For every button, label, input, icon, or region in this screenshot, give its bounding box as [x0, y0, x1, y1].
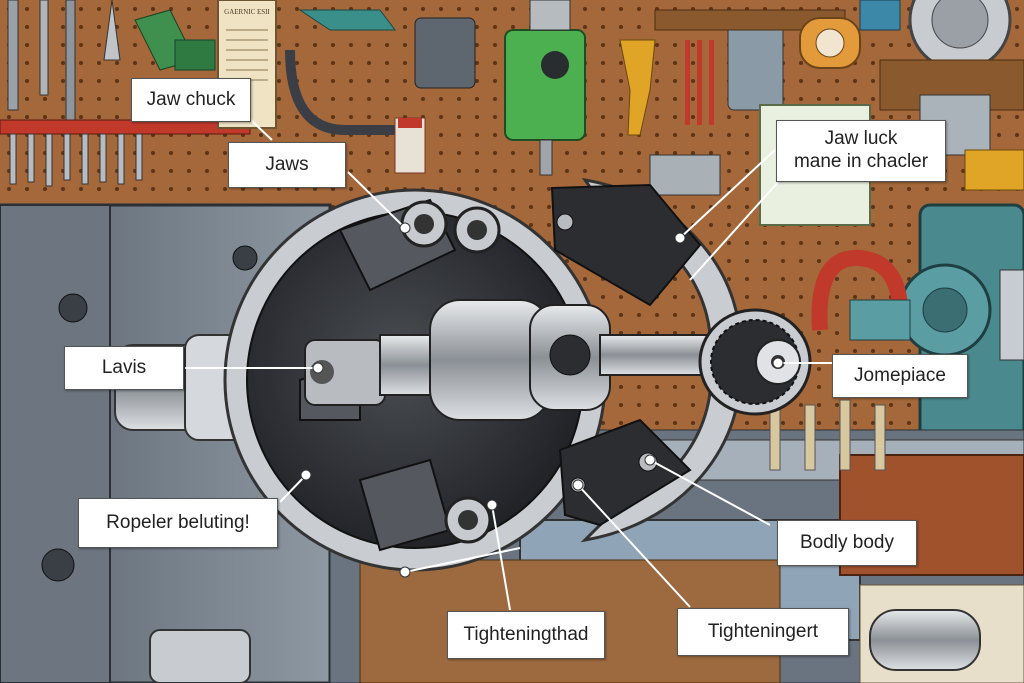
leader-dot-lavis: [312, 362, 324, 374]
leader-dot-jaw-luck: [674, 232, 686, 244]
leader-dot-tighteningert: [572, 479, 584, 491]
label-jaw-chuck: Jaw chuck: [131, 78, 251, 122]
label-tighteningert: Tighteningert: [677, 608, 849, 656]
label-lavis-text: Lavis: [101, 356, 147, 378]
leader-tighteningert: [577, 484, 691, 608]
label-jomepiace-text: Jomepiace: [854, 364, 946, 386]
leader-jaw-luck-2: [689, 179, 781, 281]
label-ropeler-beluting: Ropeler beluting!: [78, 498, 278, 548]
leader-tighteningthad: [491, 504, 511, 611]
sign-text: GAERNIC ESII: [224, 8, 270, 16]
main-chuck: [223, 188, 711, 572]
leader-jaws: [347, 171, 406, 229]
leader-bodly: [649, 459, 771, 526]
label-bodly-text: Bodly body: [799, 531, 894, 553]
leader-dot-jomepiace: [772, 357, 784, 369]
teal-machine: [811, 203, 1024, 457]
leader-dot-ropeler: [300, 469, 312, 481]
leader-dot-jaws: [399, 222, 411, 234]
label-jaws-text: Jaws: [265, 153, 309, 175]
label-ropeler-text: Ropeler beluting!: [106, 511, 250, 533]
leader-jaw-luck: [679, 149, 776, 239]
label-bodly-body: Bodly body: [777, 520, 917, 566]
label-tighteningthad-text: Tighteningthad: [463, 623, 589, 645]
label-tighteningert-text: Tighteningert: [707, 620, 819, 642]
label-jaws: Jaws: [228, 142, 346, 188]
label-jaw-luck: Jaw luck mane in chacler: [776, 120, 946, 182]
leader-dot-bodly: [644, 454, 656, 466]
hanging-tools-center: [285, 0, 784, 196]
label-lavis: Lavis: [64, 346, 184, 390]
label-jaw-chuck-text: Jaw chuck: [146, 88, 236, 110]
label-jomepiace: Jomepiace: [832, 354, 968, 398]
leader-dot-tighteningthad: [486, 499, 498, 511]
leader-ropeler: [279, 474, 307, 503]
label-jaw-luck-text: Jaw luck mane in chacler: [793, 128, 929, 172]
label-tighteningthad: Tighteningthad: [447, 611, 605, 659]
leader-dot-ring-base: [399, 566, 411, 578]
leader-lines: [185, 107, 832, 611]
